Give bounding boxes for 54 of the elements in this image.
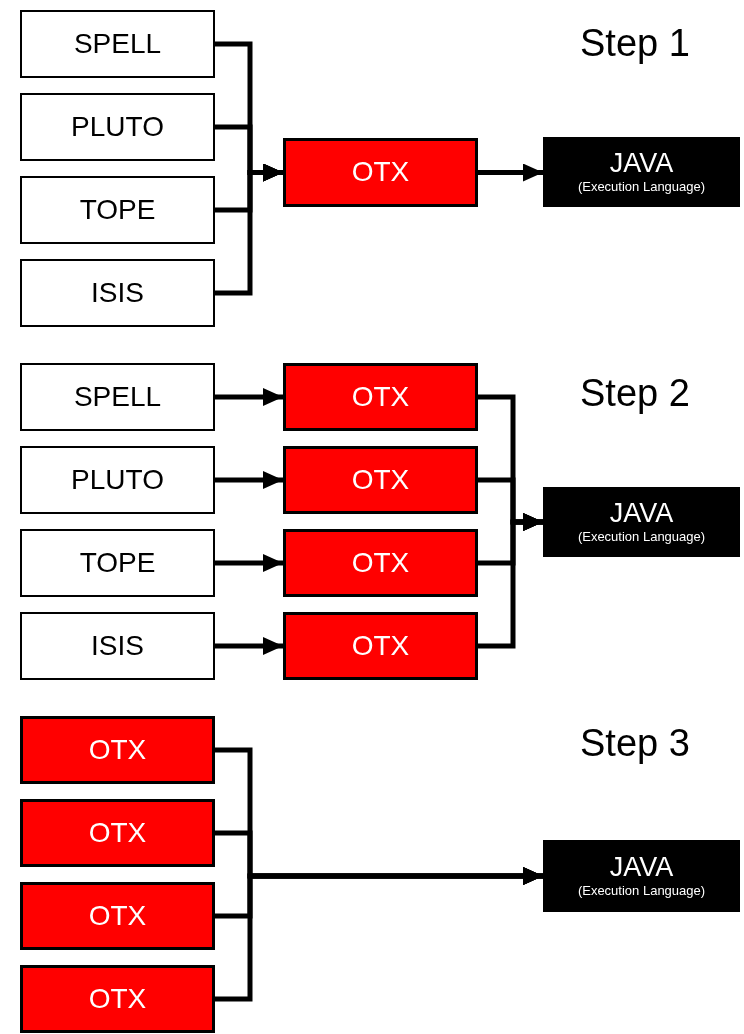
process-box bbox=[20, 446, 215, 514]
process-box bbox=[283, 529, 478, 597]
box-label: JAVA bbox=[609, 853, 674, 884]
step-heading: Step 1 bbox=[580, 22, 690, 65]
box-sublabel: (Execution Language) bbox=[577, 179, 706, 195]
process-box bbox=[20, 529, 215, 597]
process-box bbox=[20, 259, 215, 327]
box-label: OTX bbox=[351, 381, 410, 413]
process-box bbox=[283, 363, 478, 431]
process-box bbox=[283, 612, 478, 680]
box-label: JAVA bbox=[609, 499, 674, 530]
box-label: PLUTO bbox=[71, 464, 164, 496]
box-label: SPELL bbox=[73, 28, 162, 60]
box-label: PLUTO bbox=[71, 111, 164, 143]
box-label: OTX bbox=[351, 630, 410, 662]
box-label: OTX bbox=[351, 157, 410, 188]
process-box bbox=[20, 363, 215, 431]
box-label: OTX bbox=[351, 464, 410, 496]
box-sublabel: (Execution Language) bbox=[577, 883, 706, 899]
box-sublabel: (Execution Language) bbox=[577, 529, 706, 545]
process-box bbox=[20, 799, 215, 867]
box-label: SPELL bbox=[73, 381, 162, 413]
process-box bbox=[20, 965, 215, 1033]
box-label: ISIS bbox=[91, 630, 144, 662]
arrow bbox=[215, 388, 283, 406]
process-box bbox=[20, 882, 215, 950]
box-label: OTX bbox=[351, 547, 410, 579]
box-label: OTX bbox=[88, 983, 147, 1015]
box-label: OTX bbox=[88, 734, 147, 766]
process-box bbox=[20, 612, 215, 680]
box-label: TOPE bbox=[79, 194, 156, 226]
process-box bbox=[543, 840, 740, 912]
arrow bbox=[478, 513, 543, 649]
step-heading: Step 3 bbox=[580, 722, 690, 765]
box-label: JAVA bbox=[609, 149, 674, 180]
box-label: OTX bbox=[88, 817, 147, 849]
process-box bbox=[20, 176, 215, 244]
process-box bbox=[543, 487, 740, 557]
process-box bbox=[20, 93, 215, 161]
arrow bbox=[478, 163, 543, 182]
box-label: TOPE bbox=[79, 547, 156, 579]
process-box bbox=[20, 716, 215, 784]
box-label: ISIS bbox=[91, 277, 144, 309]
process-box bbox=[283, 446, 478, 514]
process-box bbox=[283, 138, 478, 207]
step-heading: Step 2 bbox=[580, 372, 690, 415]
process-box bbox=[543, 137, 740, 207]
arrow bbox=[215, 471, 283, 489]
arrow bbox=[215, 637, 283, 655]
arrow bbox=[215, 867, 543, 1002]
arrow bbox=[215, 163, 283, 296]
arrow bbox=[215, 554, 283, 572]
process-box bbox=[20, 10, 215, 78]
box-label: OTX bbox=[88, 900, 147, 932]
